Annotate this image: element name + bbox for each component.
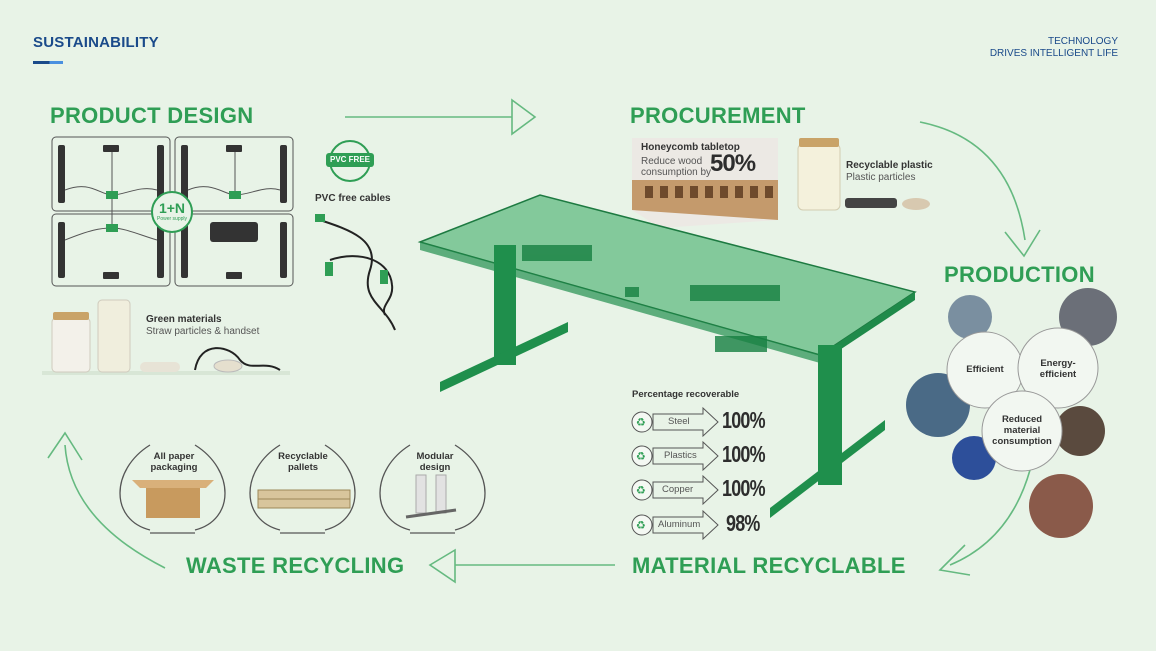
honeycomb-title: Honeycomb tabletop <box>641 142 740 153</box>
honeycomb-board-graphic <box>632 138 778 228</box>
title-underline <box>33 61 63 64</box>
honeycomb-line2: consumption by <box>641 167 712 178</box>
page-title: SUSTAINABILITY <box>33 34 159 51</box>
recoverable-header: Percentage recoverable <box>632 389 740 400</box>
wiring-diagram <box>51 136 294 287</box>
tagline: TECHNOLOGY DRIVES INTELLIGENT LIFE <box>990 36 1118 60</box>
arrow-head-4 <box>428 548 456 584</box>
waste-item-modular: Modular design <box>398 451 472 473</box>
power-badge-label: 1+N <box>158 200 186 216</box>
svg-text:♻: ♻ <box>636 450 646 463</box>
section-material-recyclable: MATERIAL RECYCLABLE <box>632 553 906 578</box>
material-value-steel: 100% <box>722 407 766 433</box>
plastic-sub: Plastic particles <box>846 172 916 183</box>
pvc-badge-graphic <box>326 140 374 182</box>
cable-graphic <box>315 214 396 331</box>
material-name-copper: Copper <box>662 484 694 495</box>
recovery-rows <box>631 406 719 541</box>
power-badge-sub: Power supply <box>156 216 187 222</box>
waste-item-paper-line2: packaging <box>150 462 198 473</box>
tagline-line1: TECHNOLOGY <box>1047 36 1118 47</box>
arrow-head-3 <box>938 544 971 576</box>
svg-text:♻: ♻ <box>636 519 646 532</box>
material-name-steel: Steel <box>668 416 690 427</box>
arrow-head-2 <box>1004 229 1041 258</box>
svg-text:♻: ♻ <box>636 416 646 429</box>
waste-item-pallets-line1: Recyclable <box>278 451 328 462</box>
bubble-energy-efficient: Energy-efficient <box>1039 358 1077 380</box>
section-waste-recycling: WASTE RECYCLING <box>186 553 405 578</box>
bubble-reduced-material: Reduced material consumption <box>992 414 1052 447</box>
waste-item-graphics <box>132 474 457 519</box>
material-value-copper: 100% <box>722 475 766 501</box>
green-materials-graphic <box>42 299 290 375</box>
material-value-plastics: 100% <box>722 441 766 467</box>
waste-item-modular-line1: Modular <box>416 451 454 462</box>
svg-text:♻: ♻ <box>636 484 646 497</box>
material-name-plastics: Plastics <box>664 450 697 461</box>
honeycomb-percent: 50% <box>710 150 756 177</box>
section-procurement: PROCUREMENT <box>630 103 806 128</box>
bubble-efficient: Efficient <box>966 364 1004 375</box>
arrow-waste-to-design <box>64 444 166 569</box>
waste-item-paper: All paper packaging <box>137 451 211 473</box>
arrow-procurement-to-production <box>919 121 1026 241</box>
recycle-icons: ♻ ♻ ♻ ♻ <box>636 416 646 532</box>
green-materials-title: Green materials <box>146 314 222 325</box>
waste-loops <box>119 444 486 534</box>
arrow-head-1 <box>511 98 537 136</box>
arrow-head-5 <box>47 431 83 461</box>
honeycomb-line1: Reduce wood <box>641 156 703 167</box>
waste-item-pallets: Recyclable pallets <box>266 451 340 473</box>
plastic-jar-graphic <box>797 138 930 211</box>
plastic-title: Recyclable plastic <box>846 160 933 171</box>
honeycomb-text: Reduce wood consumption by <box>641 156 711 178</box>
section-product-design: PRODUCT DESIGN <box>50 103 254 128</box>
production-bubbles <box>906 288 1117 538</box>
green-materials-sub: Straw particles & handset <box>146 326 260 337</box>
waste-item-pallets-line2: pallets <box>287 462 319 473</box>
waste-item-paper-line1: All paper <box>153 451 195 462</box>
desk-graphic <box>417 194 917 518</box>
pvc-badge-label: PVC FREE <box>329 155 370 164</box>
tagline-line2: DRIVES INTELLIGENT LIFE <box>989 48 1118 59</box>
material-name-aluminum: Aluminum <box>658 519 701 530</box>
waste-item-modular-line2: design <box>419 462 451 473</box>
arrow-production-to-material <box>949 469 1031 566</box>
pvc-cables-label: PVC free cables <box>315 193 391 204</box>
section-production: PRODUCTION <box>944 262 1095 287</box>
material-value-aluminum: 98% <box>726 510 760 536</box>
